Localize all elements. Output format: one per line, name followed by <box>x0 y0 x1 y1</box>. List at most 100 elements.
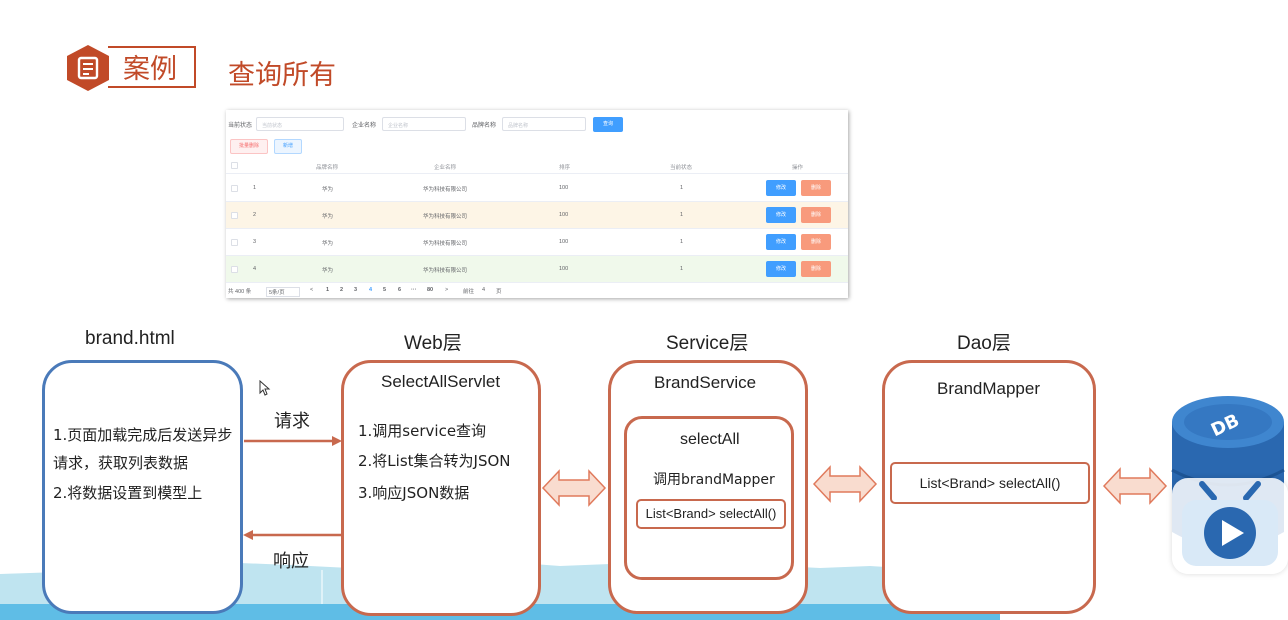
add-button[interactable]: 新增 <box>274 139 302 154</box>
service-name: BrandService <box>654 373 757 392</box>
goto-input[interactable]: 4 <box>482 287 486 293</box>
col-ordered: 排序 <box>559 165 571 171</box>
col-company: 企业名称 <box>434 165 457 171</box>
request-response-arrows <box>243 436 342 540</box>
select-all-method-box <box>624 416 794 580</box>
delete-button[interactable]: 删除 <box>801 261 831 277</box>
table-header: 品牌名称 企业名称 排序 当前状态 操作 <box>226 160 848 174</box>
row-company: 华为科技有限公司 <box>423 241 468 247</box>
brand-table-screenshot: 当前状态 当前状态 企业名称 企业名称 品牌名称 品牌名称 查询 批量删除 新增… <box>226 110 848 298</box>
row-brand: 华为 <box>322 268 334 274</box>
row-ordered: 100 <box>559 239 569 245</box>
table-row: 2 华为 华为科技有限公司 100 1 修改 删除 <box>226 202 848 229</box>
row-company: 华为科技有限公司 <box>423 268 468 274</box>
row-company: 华为科技有限公司 <box>423 187 468 193</box>
web-layer-title: Web层 <box>404 333 462 354</box>
pagination: 共 400 条 5条/页 < 1 2 3 4 5 6 ··· 80 > 前往 4… <box>226 287 848 297</box>
page-5[interactable]: 5 <box>383 287 387 293</box>
pager-total: 共 400 条 <box>228 289 252 295</box>
col-actions: 操作 <box>792 165 804 171</box>
page-80[interactable]: 80 <box>427 287 434 293</box>
row-index: 4 <box>253 266 257 272</box>
row-checkbox[interactable] <box>231 185 238 192</box>
pager-prev[interactable]: < <box>310 287 314 293</box>
web-step-3: 3.响应JSON数据 <box>358 484 470 502</box>
row-index: 3 <box>253 239 257 245</box>
row-status: 1 <box>680 266 684 272</box>
service-signature: List<Brand> selectAll() <box>636 499 786 529</box>
delete-button[interactable]: 删除 <box>801 180 831 196</box>
page-4[interactable]: 4 <box>369 287 373 293</box>
pager-next[interactable]: > <box>445 287 449 293</box>
goto-suffix: 页 <box>496 289 502 295</box>
row-brand: 华为 <box>322 241 334 247</box>
row-status: 1 <box>680 185 684 191</box>
video-play-overlay[interactable] <box>1172 478 1288 574</box>
play-icon <box>1182 481 1278 566</box>
row-checkbox[interactable] <box>231 212 238 219</box>
mapper-signature: List<Brand> selectAll() <box>890 462 1090 504</box>
response-label: 响应 <box>273 551 309 572</box>
web-step-2: 2.将List集合转为JSON <box>358 452 511 470</box>
brand-step-2: 2.将数据设置到模型上 <box>53 484 203 502</box>
dao-layer-title: Dao层 <box>957 333 1011 354</box>
table-row: 1 华为 华为科技有限公司 100 1 修改 删除 <box>226 175 848 202</box>
row-status: 1 <box>680 239 684 245</box>
row-checkbox[interactable] <box>231 266 238 273</box>
search-form: 当前状态 当前状态 企业名称 企业名称 品牌名称 品牌名称 查询 <box>226 115 848 132</box>
edit-button[interactable]: 修改 <box>766 180 796 196</box>
document-icon <box>67 45 109 91</box>
row-checkbox[interactable] <box>231 239 238 246</box>
double-arrow-dao-db <box>1102 467 1168 505</box>
row-index: 2 <box>253 212 257 218</box>
double-arrow-service-dao <box>812 465 878 503</box>
row-brand: 华为 <box>322 187 334 193</box>
badge-label: 案例 <box>123 54 177 85</box>
batch-delete-button[interactable]: 批量删除 <box>230 139 268 154</box>
page-2[interactable]: 2 <box>340 287 344 293</box>
brand-html-box <box>42 360 243 614</box>
page-1[interactable]: 1 <box>326 287 330 293</box>
col-brand: 品牌名称 <box>316 165 339 171</box>
table-row: 3 华为 华为科技有限公司 100 1 修改 删除 <box>226 229 848 256</box>
request-label: 请求 <box>274 411 310 432</box>
brand-input[interactable]: 品牌名称 <box>502 117 586 131</box>
edit-button[interactable]: 修改 <box>766 234 796 250</box>
query-button[interactable]: 查询 <box>593 117 623 132</box>
company-input[interactable]: 企业名称 <box>382 117 466 131</box>
delete-button[interactable]: 删除 <box>801 207 831 223</box>
mouse-cursor-icon <box>259 380 271 396</box>
servlet-name: SelectAllServlet <box>381 372 501 391</box>
web-step-1: 1.调用service查询 <box>358 422 487 440</box>
page-3[interactable]: 3 <box>354 287 358 293</box>
service-layer-title: Service层 <box>666 333 749 354</box>
mapper-name: BrandMapper <box>937 379 1041 398</box>
company-label: 企业名称 <box>352 123 377 129</box>
select-all-checkbox[interactable] <box>231 162 238 169</box>
brand-step-1-line-1: 1.页面加载完成后发送异步 <box>53 426 233 444</box>
page-ellipsis[interactable]: ··· <box>411 287 417 293</box>
goto-label: 前往 <box>463 289 475 295</box>
status-select[interactable]: 当前状态 <box>256 117 344 131</box>
row-index: 1 <box>253 185 257 191</box>
table-row: 4 华为 华为科技有限公司 100 1 修改 删除 <box>226 256 848 283</box>
page-title: 查询所有 <box>228 60 336 91</box>
status-label: 当前状态 <box>228 123 253 129</box>
row-ordered: 100 <box>559 266 569 272</box>
double-arrow-web-service <box>541 469 607 507</box>
brand-html-title: brand.html <box>85 328 175 349</box>
edit-button[interactable]: 修改 <box>766 207 796 223</box>
page-6[interactable]: 6 <box>398 287 402 293</box>
row-ordered: 100 <box>559 185 569 191</box>
row-ordered: 100 <box>559 212 569 218</box>
delete-button[interactable]: 删除 <box>801 234 831 250</box>
edit-button[interactable]: 修改 <box>766 261 796 277</box>
brand-step-1-line-2: 请求，获取列表数据 <box>53 454 189 472</box>
web-layer-box <box>341 360 541 616</box>
brand-label: 品牌名称 <box>472 123 497 129</box>
row-brand: 华为 <box>322 214 334 220</box>
row-company: 华为科技有限公司 <box>423 214 468 220</box>
col-status: 当前状态 <box>670 165 693 171</box>
page-size-select[interactable]: 5条/页 <box>266 287 300 297</box>
